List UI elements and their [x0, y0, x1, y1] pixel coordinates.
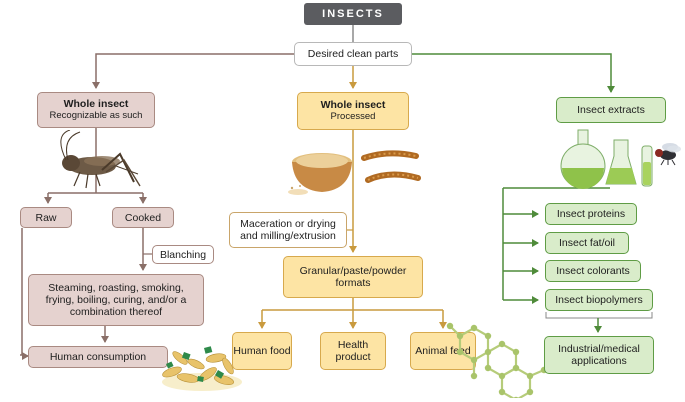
cooked-box: Cooked — [112, 207, 174, 228]
animal-feed-label: Animal feed — [415, 345, 471, 357]
formats-label: Granular/paste/powder formats — [299, 265, 407, 289]
raw-box: Raw — [20, 207, 72, 228]
middle-title: Whole insect — [320, 99, 386, 111]
desired-label: Desired clean parts — [307, 48, 399, 60]
insect-colorants-box: Insect colorants — [545, 260, 641, 282]
human-food-label: Human food — [233, 345, 291, 357]
cooking-methods-label: Steaming, roasting, smoking, frying, boi… — [45, 282, 187, 318]
human-consumption-label: Human consumption — [49, 351, 147, 363]
left-subtitle: Recognizable as such — [49, 110, 143, 121]
insect-fat-oil-label: Insect fat/oil — [558, 237, 616, 249]
insect-extracts-box: Insect extracts — [556, 97, 666, 123]
cooked-label: Cooked — [124, 211, 162, 224]
left-title: Whole insect — [63, 98, 129, 110]
snack-pile-icon — [162, 346, 242, 391]
blanching-label: Blanching — [159, 248, 207, 261]
cricket-icon — [60, 130, 141, 189]
maceration-box: Maceration or drying and milling/extrusi… — [229, 212, 347, 248]
whole-insect-recognizable-box: Whole insect Recognizable as such — [37, 92, 155, 128]
insect-biopolymers-label: Insect biopolymers — [555, 294, 643, 306]
fly-icon — [655, 143, 681, 166]
blanching-box: Blanching — [152, 245, 214, 264]
desired-clean-parts-box: Desired clean parts — [294, 42, 412, 66]
insect-extracts-label: Insect extracts — [577, 104, 645, 116]
page-title: INSECTS — [304, 3, 402, 25]
powder-bowl-icon — [288, 153, 352, 195]
insect-proteins-box: Insect proteins — [545, 203, 637, 225]
health-product-label: Health product — [335, 339, 371, 363]
insect-proteins-label: Insect proteins — [556, 208, 626, 220]
raw-label: Raw — [35, 211, 57, 224]
mealworm-icon — [361, 150, 421, 183]
whole-insect-processed-box: Whole insect Processed — [297, 92, 409, 130]
molecule-icon — [446, 322, 548, 398]
formats-box: Granular/paste/powder formats — [283, 256, 423, 298]
insect-fat-oil-box: Insect fat/oil — [545, 232, 629, 254]
insect-biopolymers-box: Insect biopolymers — [545, 289, 653, 311]
cooking-methods-box: Steaming, roasting, smoking, frying, boi… — [28, 274, 204, 326]
human-consumption-box: Human consumption — [28, 346, 168, 368]
animal-feed-box: Animal feed — [410, 332, 476, 370]
middle-subtitle: Processed — [330, 111, 376, 122]
health-product-box: Health product — [320, 332, 386, 370]
industrial-medical-label: Industrial/medical applications — [558, 343, 640, 367]
maceration-label: Maceration or drying and milling/extrusi… — [240, 218, 336, 242]
industrial-medical-box: Industrial/medical applications — [544, 336, 654, 374]
human-food-box: Human food — [232, 332, 292, 370]
flask-icon — [560, 129, 653, 189]
insect-colorants-label: Insect colorants — [556, 265, 630, 277]
